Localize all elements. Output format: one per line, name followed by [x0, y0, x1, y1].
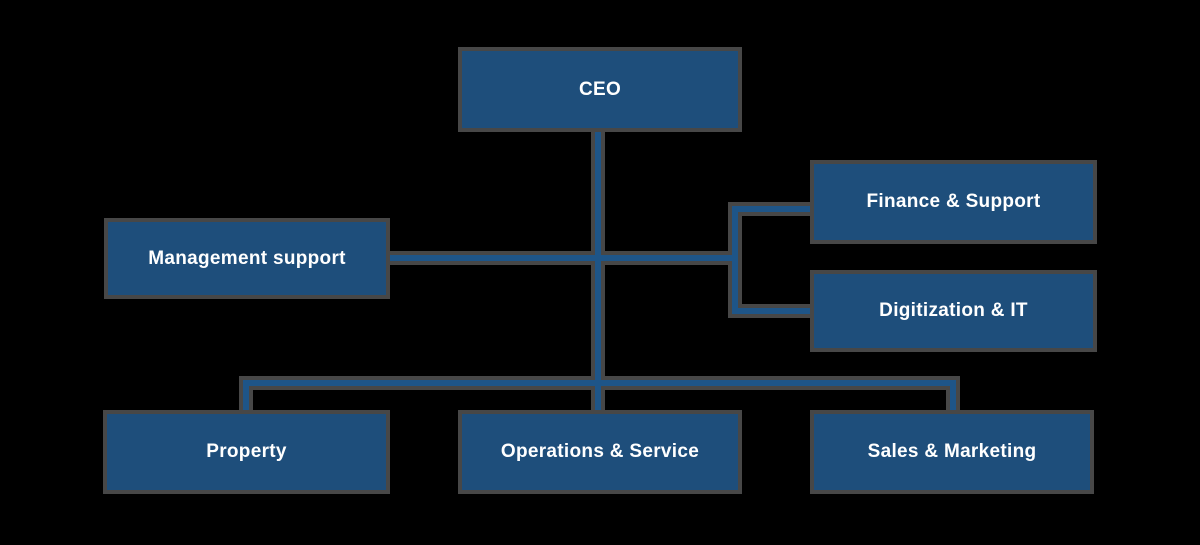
node-ceo-label: CEO [578, 78, 622, 100]
connector-right-bracket-vertical [732, 206, 738, 314]
connector-ceo-trunk-vertical [595, 130, 601, 410]
connector-bottom-row-horizontal [246, 380, 955, 386]
connector-finance-stub [732, 206, 810, 212]
node-digitization-it: Digitization & IT [810, 270, 1097, 352]
node-management-support-label: Management support [148, 247, 346, 269]
node-property: Property [103, 410, 390, 494]
node-operations-service-label: Operations & Service [500, 441, 700, 462]
node-finance-support-label: Finance & Support [866, 191, 1041, 212]
node-sales-marketing-label: Sales & Marketing [867, 441, 1037, 462]
connector-digitization-stub [732, 308, 810, 314]
node-management-support: Management support [104, 218, 390, 299]
node-operations-service: Operations & Service [458, 410, 742, 494]
connector-property-stub [243, 380, 249, 412]
node-sales-marketing: Sales & Marketing [810, 410, 1094, 494]
node-property-label: Property [206, 441, 287, 462]
node-digitization-it-label: Digitization & IT [879, 300, 1028, 321]
connector-management-horizontal [389, 255, 736, 261]
node-ceo: CEO [458, 47, 742, 132]
node-finance-support: Finance & Support [810, 160, 1097, 244]
connector-sales-stub [950, 380, 956, 412]
